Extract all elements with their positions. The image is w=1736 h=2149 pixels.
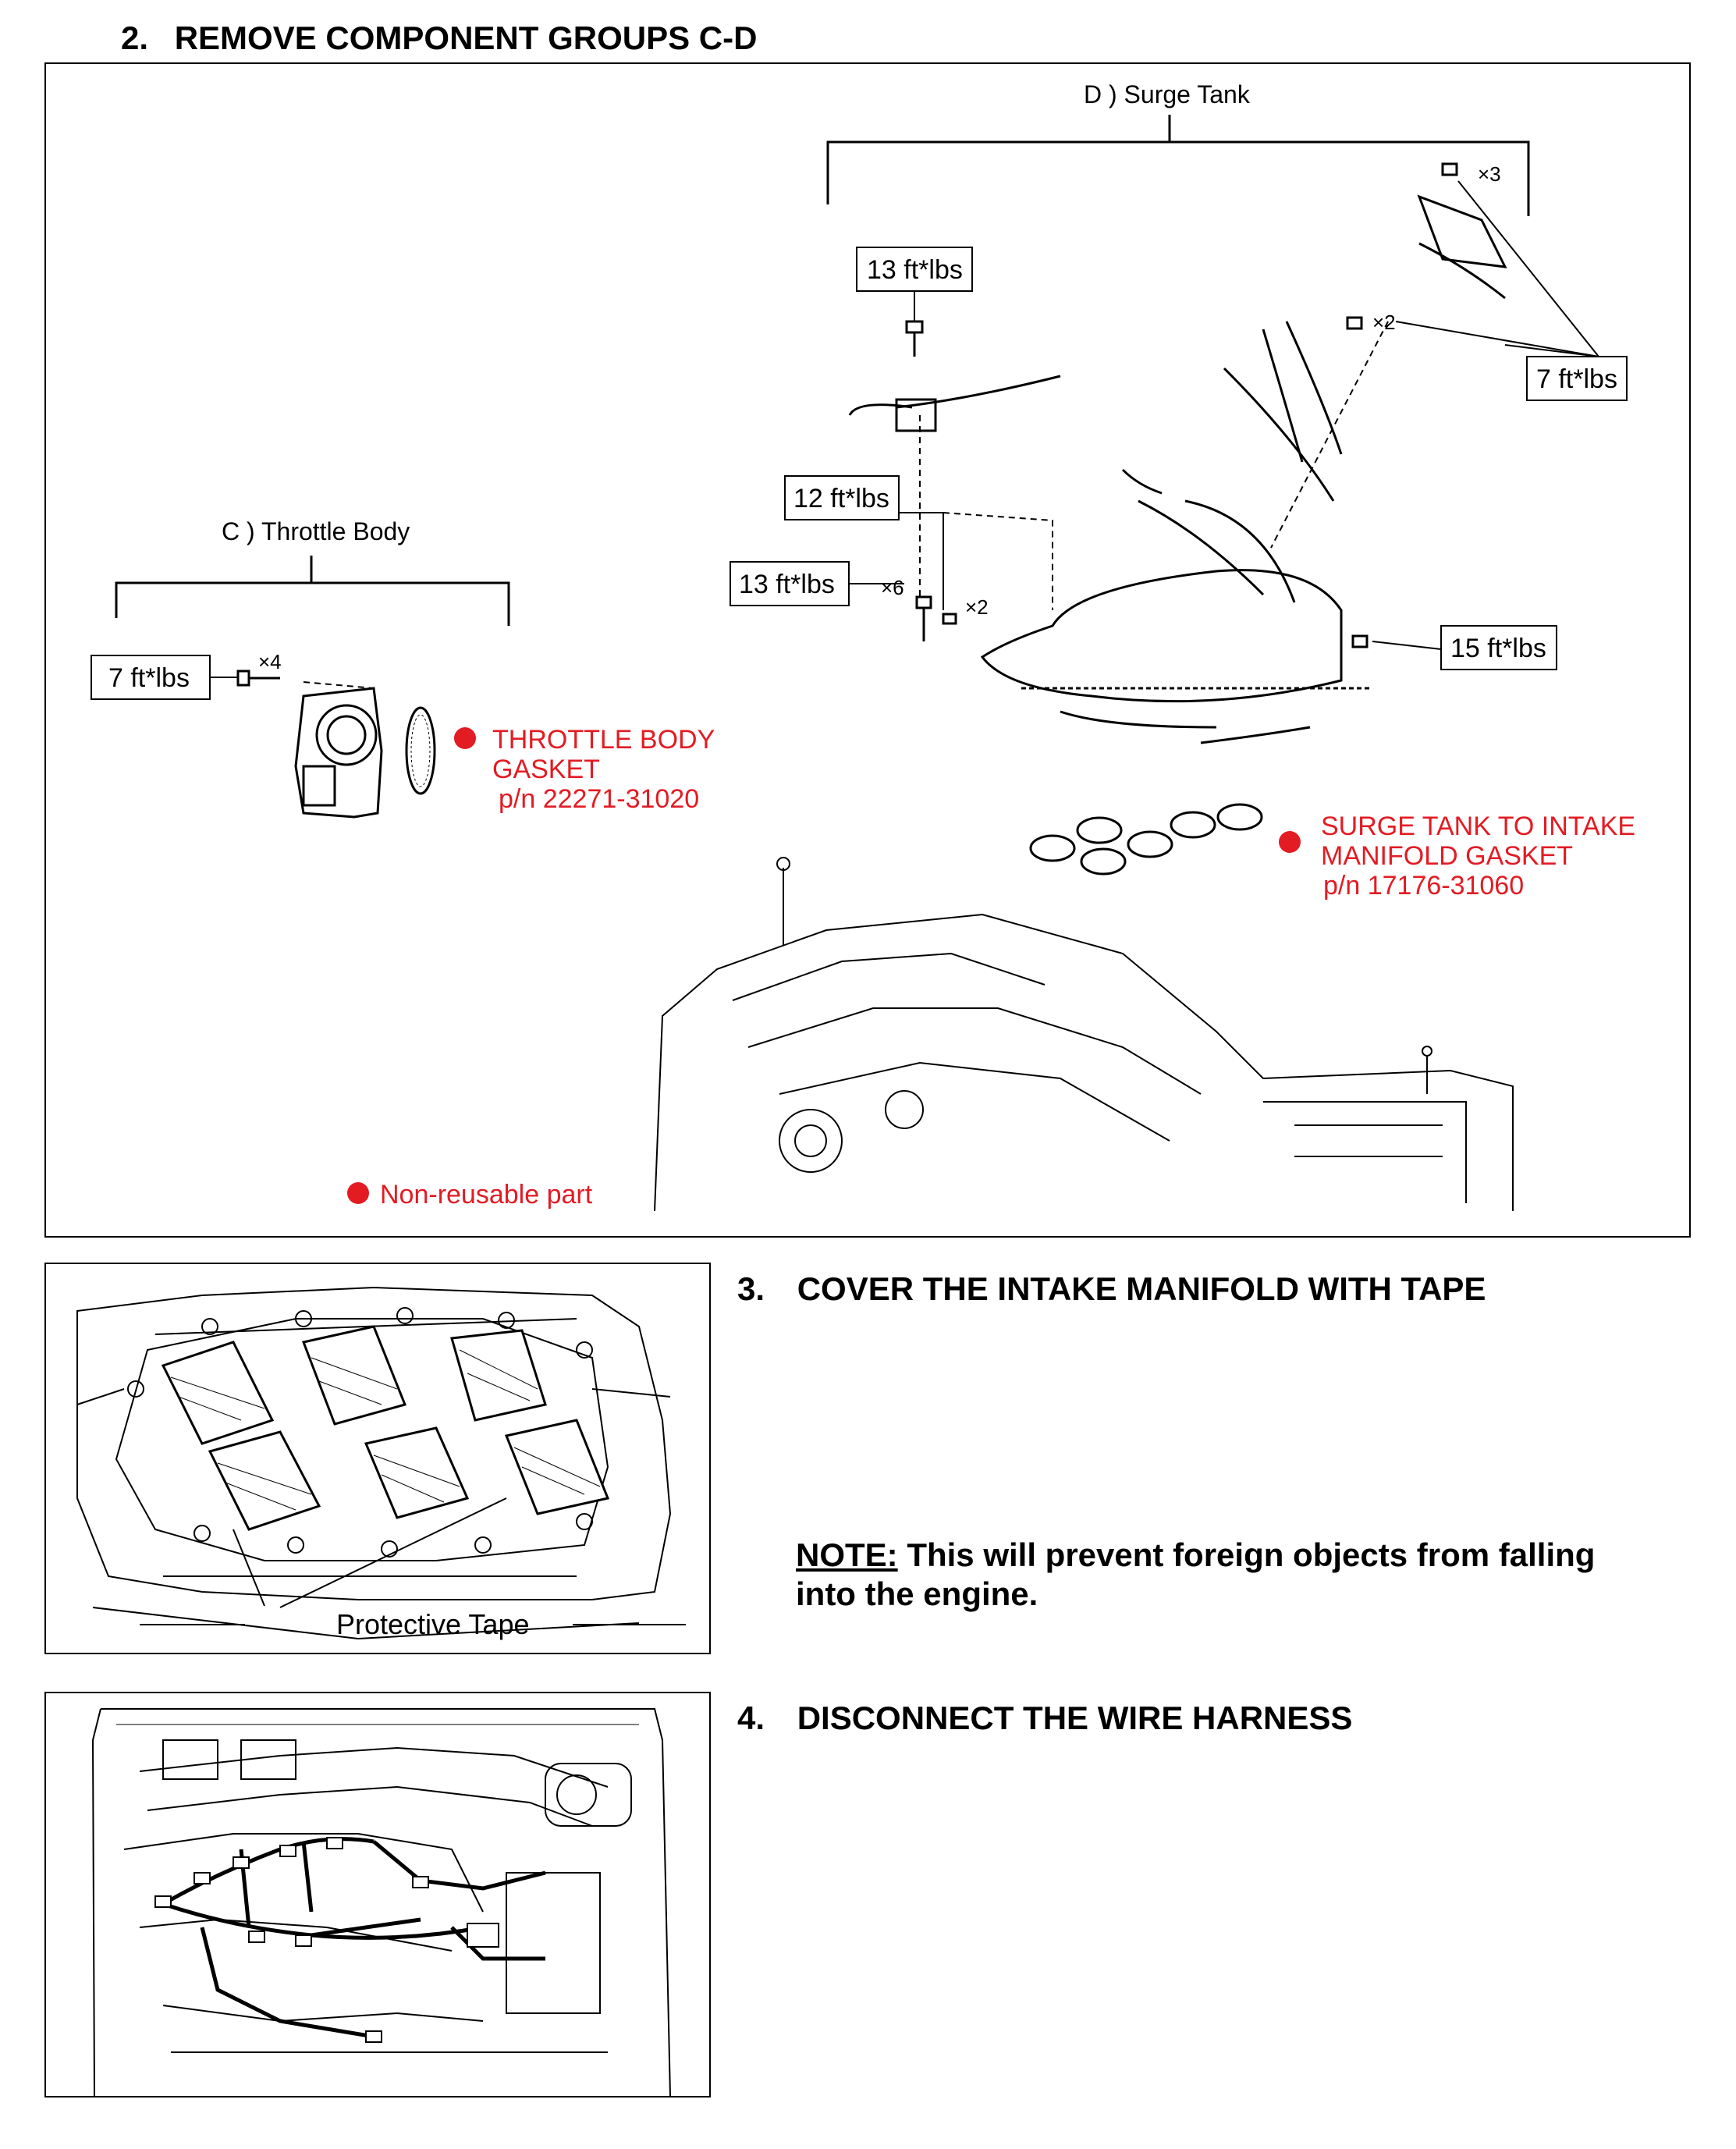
throttle-body-bracket xyxy=(115,556,510,626)
component-diagram: D ) Surge Tank C ) Throttle Body 13 ft*l… xyxy=(44,62,1691,1238)
note-text-2: into the engine. xyxy=(796,1575,1038,1612)
throttle-gasket-line3: p/n 22271-31020 xyxy=(499,784,699,814)
dashed-guides xyxy=(303,321,1389,689)
torque-15-box: 15 ft*lbs xyxy=(1440,625,1557,670)
torque-13a: 13 ft*lbs xyxy=(867,255,963,285)
step3-number: 3. xyxy=(737,1270,765,1307)
surge-gasket-line1: SURGE TANK TO INTAKE xyxy=(1321,812,1635,841)
throttle-gasket-line2: GASKET xyxy=(492,755,600,784)
qty-x2b: ×2 xyxy=(965,595,989,619)
legend-text: Non-reusable part xyxy=(380,1180,593,1209)
legend-dot xyxy=(347,1182,369,1204)
tape-pad-details xyxy=(170,1349,601,1511)
note-line-1: NOTE: This will prevent foreign objects … xyxy=(796,1536,1693,1575)
manifold-gasket-drawing xyxy=(1029,803,1263,876)
step4-heading: 4. DISCONNECT THE WIRE HARNESS xyxy=(737,1700,1352,1737)
engine-block-drawing xyxy=(654,857,1514,1212)
torque-7a-box: 7 ft*lbs xyxy=(1526,356,1628,401)
protective-tape-callout: Protective Tape xyxy=(336,1608,529,1640)
non-reusable-dot-throttle xyxy=(454,727,476,749)
non-reusable-dot-surge xyxy=(1279,831,1301,853)
intake-manifold-drawing xyxy=(76,1286,672,1639)
qty-x6: ×6 xyxy=(881,576,904,599)
torque-13b-box: 13 ft*lbs xyxy=(730,561,850,606)
torque-13a-box: 13 ft*lbs xyxy=(856,247,973,292)
torque-7b-box: 7 ft*lbs xyxy=(91,655,211,700)
tape-pads xyxy=(161,1325,610,1531)
engine-bay-drawing xyxy=(91,1708,671,2096)
qty-x2a: ×2 xyxy=(1372,311,1396,334)
step3-note: NOTE: This will prevent foreign objects … xyxy=(796,1536,1693,1614)
surge-tank-label: D ) Surge Tank xyxy=(1084,80,1251,108)
torque-12-box: 12 ft*lbs xyxy=(784,475,900,520)
step4-title: DISCONNECT THE WIRE HARNESS xyxy=(797,1700,1353,1736)
step3-heading: 3. COVER THE INTAKE MANIFOLD WITH TAPE xyxy=(737,1270,1486,1308)
torque-13b: 13 ft*lbs xyxy=(739,570,835,599)
note-label: NOTE: xyxy=(796,1536,898,1573)
harness-connectors xyxy=(154,1837,499,2043)
torque-15: 15 ft*lbs xyxy=(1450,634,1546,663)
wire-harness-figure xyxy=(44,1692,711,2097)
step2-title: REMOVE COMPONENT GROUPS C-D xyxy=(174,20,758,56)
step3-title: COVER THE INTAKE MANIFOLD WITH TAPE xyxy=(797,1270,1486,1307)
intake-tape-figure: Protective Tape xyxy=(44,1263,711,1654)
note-text: This will prevent foreign objects from f… xyxy=(897,1536,1596,1573)
surge-gasket-line3: p/n 17176-31060 xyxy=(1323,871,1524,900)
step4-number: 4. xyxy=(737,1700,765,1736)
torque-7a: 7 ft*lbs xyxy=(1536,364,1617,394)
tape-callout-lines xyxy=(140,1497,686,1625)
surge-tank-drawing xyxy=(848,194,1507,744)
throttle-body-label: C ) Throttle Body xyxy=(222,517,410,545)
throttle-gasket-line1: THROTTLE BODY xyxy=(492,725,715,755)
surge-gasket-line2: MANIFOLD GASKET xyxy=(1321,841,1573,871)
torque-7b: 7 ft*lbs xyxy=(108,663,190,693)
bolt-icon xyxy=(236,162,1458,687)
qty-x3: ×3 xyxy=(1478,162,1501,186)
qty-x4: ×4 xyxy=(258,650,282,673)
step2-heading: 2. REMOVE COMPONENT GROUPS C-D xyxy=(121,20,757,57)
surge-tank-bracket xyxy=(826,115,1530,216)
torque-12: 12 ft*lbs xyxy=(793,484,889,513)
step2-number: 2. xyxy=(121,20,149,56)
throttle-body-drawing xyxy=(294,687,436,819)
